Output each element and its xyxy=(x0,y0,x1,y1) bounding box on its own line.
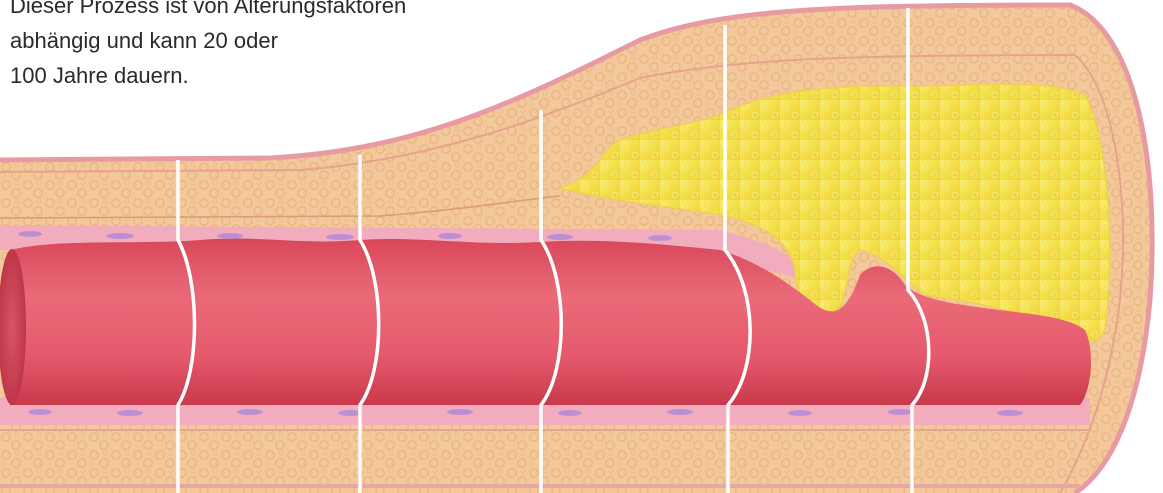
caption-line-1: Dieser Prozess ist von Alterungsfaktoren xyxy=(10,0,570,23)
caption-line-3: 100 Jahre dauern. xyxy=(10,58,570,93)
caption-line-2: abhängig und kann 20 oder xyxy=(10,23,570,58)
caption-text: Dieser Prozess ist von Alterungsfaktoren… xyxy=(10,0,570,93)
